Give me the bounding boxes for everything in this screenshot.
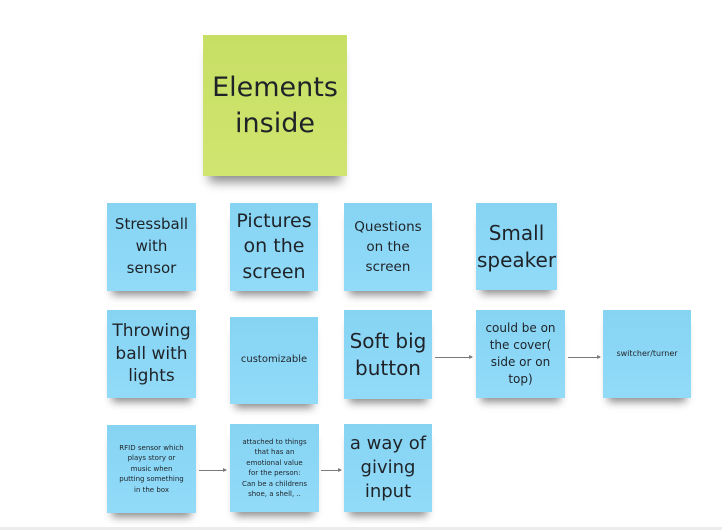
sticky-note-text: Soft big button [349,328,427,380]
connector-arrow-cover-to-switcher[interactable] [568,355,601,359]
sticky-note-switcher[interactable]: switcher/turner [603,310,691,398]
sticky-note-text: switcher/turner [616,349,678,359]
connector-arrow-soft-button-to-cover[interactable] [435,355,473,359]
sticky-note-text: Stressball with sensor [114,215,189,277]
sticky-note-attached[interactable]: attached to things that has an emotional… [230,424,319,512]
sticky-note-text: RFID sensor which plays story or music w… [119,443,184,494]
sticky-note-text: Pictures on the screen [236,209,312,283]
sticky-note-text: attached to things that has an emotional… [241,437,308,499]
sticky-note-text: customizable [240,354,308,366]
sticky-note-stressball[interactable]: Stressball with sensor [107,203,196,291]
sticky-note-text: Questions on the screen [354,218,422,276]
connector-arrow-rfid-to-attached[interactable] [199,468,227,472]
sticky-note-title[interactable]: Elements inside [203,35,347,176]
bottom-scroll-bar [0,527,722,530]
sticky-note-text: Elements inside [212,71,338,139]
sticky-note-cover[interactable]: could be on the cover( side or on top) [476,310,565,398]
sticky-note-soft-button[interactable]: Soft big button [344,310,432,399]
sticky-note-throwing-ball[interactable]: Throwing ball with lights [107,310,196,398]
sticky-note-text: could be on the cover( side or on top) [485,321,556,386]
sticky-note-text: Small speaker [476,220,557,272]
sticky-note-input[interactable]: a way of giving input [344,424,432,512]
sticky-note-pictures[interactable]: Pictures on the screen [230,203,318,291]
connector-arrow-attached-to-input[interactable] [321,468,342,472]
sticky-note-text: a way of giving input [349,432,427,503]
sticky-note-questions[interactable]: Questions on the screen [344,203,432,291]
sticky-note-text: Throwing ball with lights [112,320,191,387]
sticky-note-rfid[interactable]: RFID sensor which plays story or music w… [107,425,196,513]
sticky-note-customizable[interactable]: customizable [230,317,318,404]
sticky-note-speaker[interactable]: Small speaker [476,203,557,290]
